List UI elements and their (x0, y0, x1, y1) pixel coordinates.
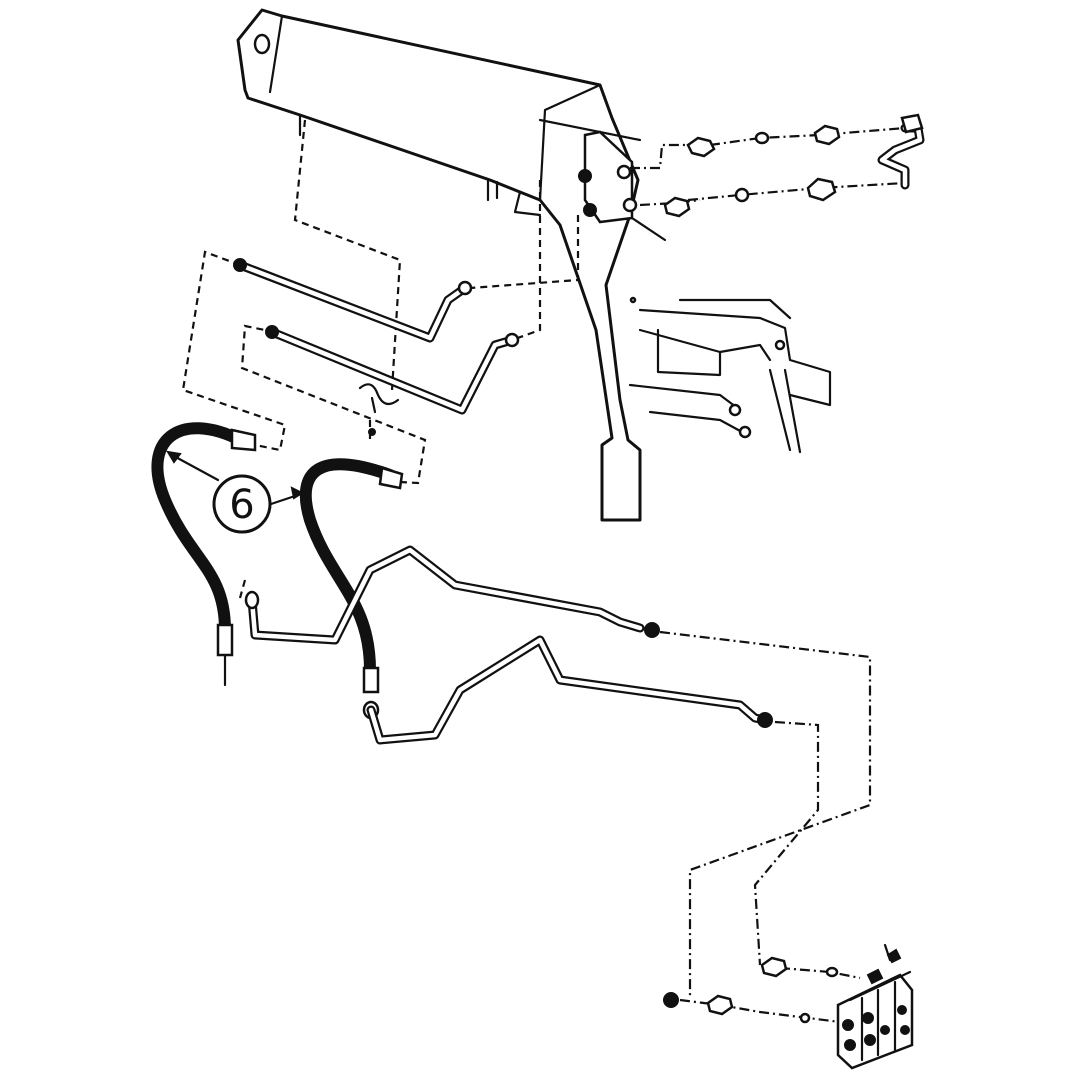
loader-boom-arm (236, 8, 642, 522)
callout-number: 6 (229, 482, 254, 528)
tube-clip (358, 383, 400, 436)
upper-rigid-tubes (233, 258, 520, 415)
upper-fittings (630, 113, 925, 218)
hydraulic-hoses (151, 422, 404, 720)
callout-6: 6 (166, 450, 305, 534)
fitting-bracket (578, 130, 667, 242)
tractor-frame (628, 296, 832, 454)
lower-fittings (663, 956, 839, 1024)
control-valve (836, 943, 914, 1070)
lower-rigid-tubes (238, 545, 773, 745)
assembly-leader-lines-upper (181, 119, 580, 485)
